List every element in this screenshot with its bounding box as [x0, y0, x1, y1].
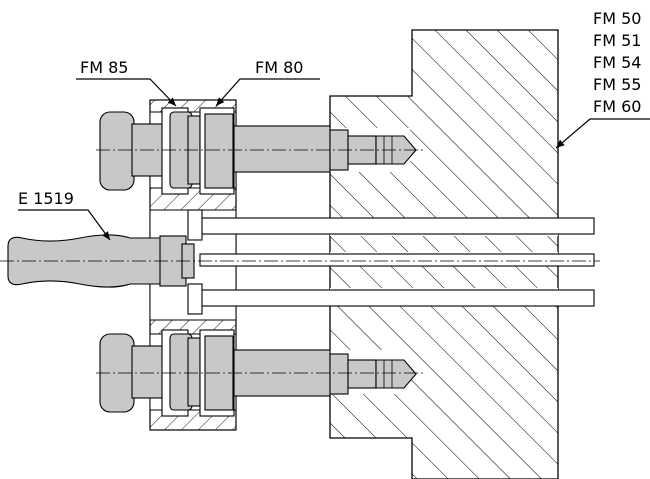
- label-fm60: FM 60: [593, 97, 641, 116]
- label-fm85: FM 85: [80, 58, 128, 77]
- label-fm55: FM 55: [593, 75, 641, 94]
- label-fm80: FM 80: [255, 58, 303, 77]
- label-fm50: FM 50: [593, 9, 641, 28]
- handle-e1519: [0, 234, 600, 288]
- label-fm54: FM 54: [593, 53, 641, 72]
- rods: [187, 209, 595, 315]
- upper-screw: [96, 107, 424, 195]
- leaders: [18, 78, 650, 241]
- label-fm51: FM 51: [593, 31, 641, 50]
- label-e1519: E 1519: [18, 189, 74, 208]
- lower-screw: [96, 329, 424, 417]
